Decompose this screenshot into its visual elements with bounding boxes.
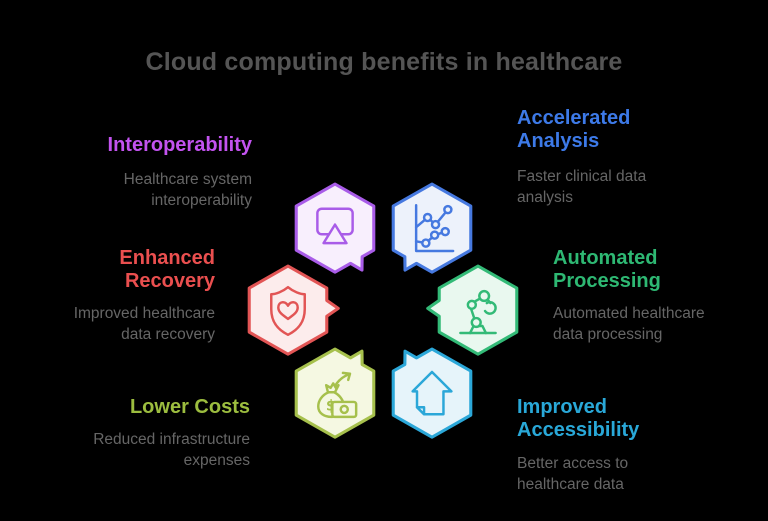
robot-arm-icon (459, 289, 497, 335)
hexagon-svg (391, 347, 473, 439)
benefit-title-accelerated-analysis: Accelerated Analysis (517, 107, 631, 152)
screen-share-icon (316, 207, 354, 245)
hexagon-improved-accessibility (379, 342, 485, 446)
benefit-title-enhanced-recovery: Enhanced Recovery (119, 247, 215, 292)
hexagon-shape (391, 347, 473, 439)
benefit-description-lower-costs: Reduced infrastructure expenses (93, 431, 250, 469)
money-bag-icon: $ (317, 371, 358, 419)
benefit-description-automated-processing: Automated healthcare data processing (553, 305, 705, 343)
hexagon-svg (294, 182, 376, 274)
page-title: Cloud computing benefits in healthcare (145, 48, 623, 76)
hexagon-svg (426, 264, 519, 356)
hexagon-shape (247, 264, 340, 356)
svg-text:$: $ (326, 397, 336, 415)
benefit-description-improved-accessibility: Better access to healthcare data (517, 455, 629, 493)
benefit-description-interoperability: Healthcare system interoperability (123, 171, 252, 209)
home-icon (411, 370, 453, 416)
benefit-title-interoperability: Interoperability (107, 134, 252, 156)
hexagon-svg (247, 264, 340, 356)
hexagon-interoperability (282, 177, 388, 281)
hexagon-automated-processing (425, 259, 531, 363)
benefit-title-automated-processing: Automated Processing (553, 247, 661, 292)
hexagon-lower-costs: $ (282, 342, 388, 446)
shield-heart-icon (270, 285, 306, 337)
benefit-title-improved-accessibility: Improved Accessibility (517, 396, 640, 441)
line-chart-icon (414, 203, 455, 253)
hexagon-svg: $ (294, 347, 376, 439)
benefit-title-lower-costs: Lower Costs (129, 396, 250, 418)
benefit-description-enhanced-recovery: Improved healthcare data recovery (73, 305, 215, 343)
benefit-description-accelerated-analysis: Faster clinical data analysis (517, 168, 647, 206)
hexagon-accelerated-analysis (379, 177, 485, 281)
hexagon-svg (391, 182, 473, 274)
hexagon-enhanced-recovery (235, 259, 341, 363)
